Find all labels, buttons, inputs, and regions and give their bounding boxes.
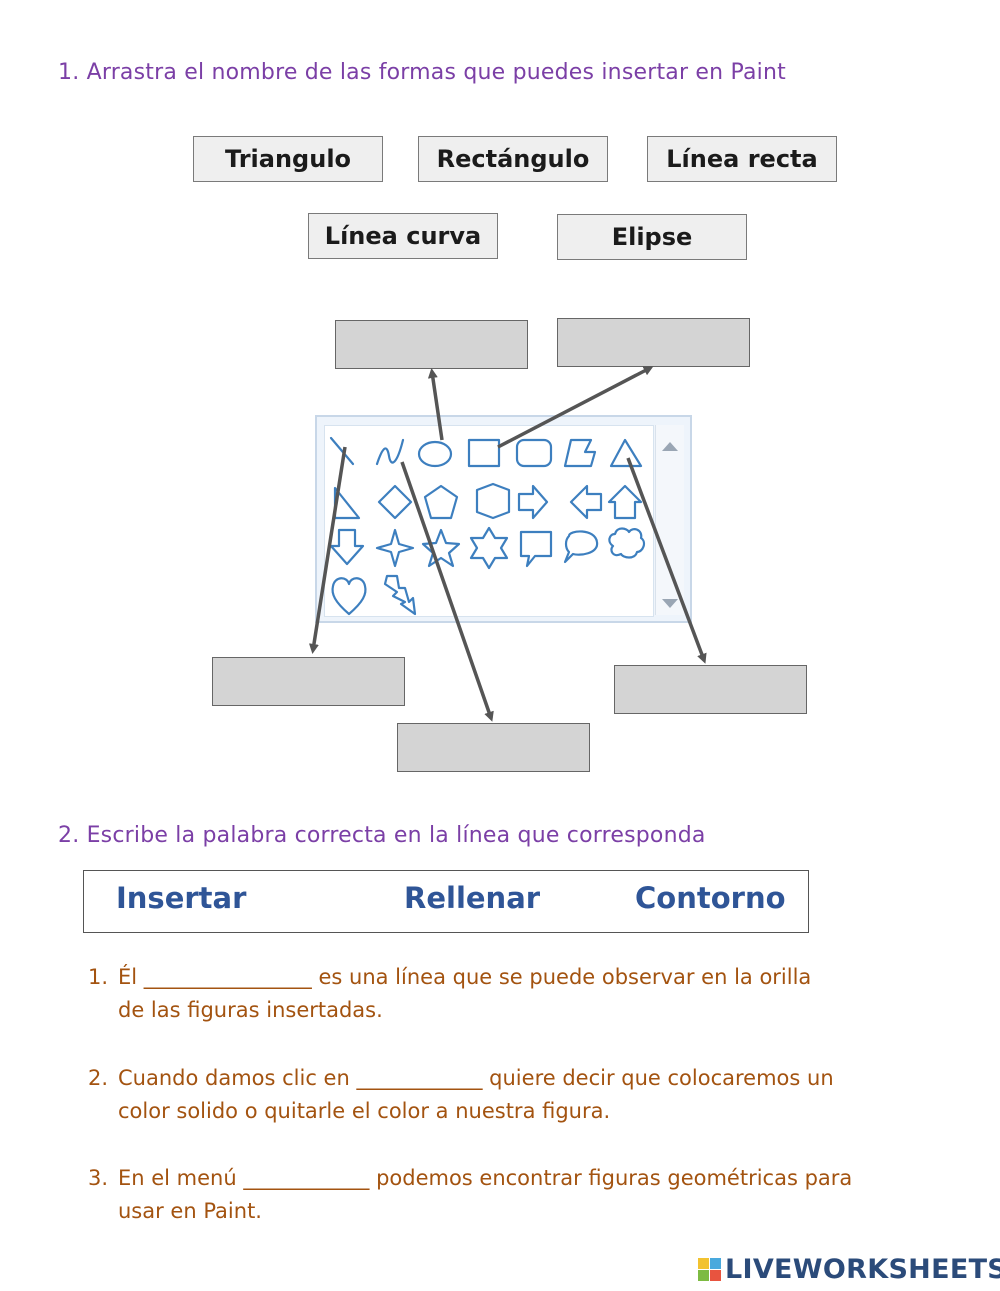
logo-text: LIVEWORKSHEETS bbox=[725, 1253, 1000, 1285]
scroll-down-icon bbox=[662, 599, 678, 608]
scroll-up-icon bbox=[662, 442, 678, 451]
liveworksheets-logo: LIVEWORKSHEETS bbox=[698, 1253, 1000, 1285]
paint-shapes-palette bbox=[315, 415, 692, 623]
oval-shape-icon bbox=[417, 440, 453, 468]
up-arrow-shape-icon bbox=[607, 484, 643, 520]
item-text-post: es una línea que se puede observar en la… bbox=[318, 965, 812, 989]
shapes-gallery bbox=[324, 425, 654, 617]
item-text-pre: Cuando damos clic en bbox=[118, 1066, 350, 1090]
bank-word-rellenar[interactable]: Rellenar bbox=[404, 881, 541, 915]
five-point-star-shape-icon bbox=[421, 528, 461, 568]
polygon-shape-icon bbox=[563, 438, 597, 468]
question-2-title: 2. Escribe la palabra correcta en la lín… bbox=[58, 823, 706, 848]
rectangle-shape-icon bbox=[467, 438, 501, 468]
item-text-post: podemos encontrar figuras geométricas pa… bbox=[376, 1166, 853, 1190]
word-card-linea-recta[interactable]: Línea recta bbox=[647, 136, 837, 182]
item-text-pre: En el menú bbox=[118, 1166, 237, 1190]
palette-scrollbar[interactable] bbox=[655, 425, 684, 615]
item-number: 1. bbox=[88, 965, 109, 989]
word-bank: Insertar Rellenar Contorno bbox=[83, 870, 809, 933]
word-card-rectangulo[interactable]: Rectángulo bbox=[418, 136, 608, 182]
question-1-title: 1. Arrastra el nombre de las formas que … bbox=[58, 60, 786, 85]
arrow-to-rectangle-box bbox=[497, 366, 654, 449]
answer-blank[interactable]: ____________ bbox=[356, 1066, 483, 1090]
drop-box-curve[interactable] bbox=[397, 723, 590, 772]
arrow-to-curve-box bbox=[400, 461, 494, 722]
scrollbar-arrows bbox=[662, 442, 678, 608]
item-text-post: quiere decir que colocaremos un bbox=[489, 1066, 834, 1090]
item-text-line2: de las figuras insertadas. bbox=[118, 998, 383, 1022]
right-arrow-shape-icon bbox=[517, 484, 549, 520]
cloud-callout-shape-icon bbox=[608, 527, 646, 559]
word-card-triangulo[interactable]: Triangulo bbox=[193, 136, 383, 182]
rectangular-callout-shape-icon bbox=[519, 530, 553, 568]
logo-badge-icon bbox=[698, 1257, 721, 1281]
fill-item-3: 3. En el menú ____________ podemos encon… bbox=[88, 1162, 948, 1228]
diamond-shape-icon bbox=[377, 484, 413, 520]
four-point-star-shape-icon bbox=[375, 528, 415, 568]
item-number: 3. bbox=[88, 1166, 109, 1190]
bank-word-insertar[interactable]: Insertar bbox=[116, 881, 247, 915]
down-arrow-shape-icon bbox=[329, 528, 365, 566]
drop-box-ellipse[interactable] bbox=[335, 320, 528, 369]
arrow-to-line-box bbox=[308, 446, 347, 654]
word-card-linea-curva[interactable]: Línea curva bbox=[308, 213, 498, 259]
connector-arrows bbox=[308, 366, 707, 722]
hexagon-shape-icon bbox=[475, 482, 511, 520]
pentagon-shape-icon bbox=[423, 484, 459, 520]
fill-item-2: 2. Cuando damos clic en ____________ qui… bbox=[88, 1062, 948, 1128]
oval-callout-shape-icon bbox=[563, 530, 599, 564]
item-text-line2: color solido o quitarle el color a nuest… bbox=[118, 1099, 611, 1123]
arrow-to-triangle-box bbox=[626, 457, 707, 664]
lightning-shape-icon bbox=[383, 574, 417, 616]
heart-shape-icon bbox=[331, 577, 367, 616]
item-text-line2: usar en Paint. bbox=[118, 1199, 262, 1223]
item-number: 2. bbox=[88, 1066, 109, 1090]
left-arrow-shape-icon bbox=[569, 484, 603, 520]
item-text-pre: Él bbox=[118, 965, 138, 989]
word-card-elipse[interactable]: Elipse bbox=[557, 214, 747, 260]
fill-item-1: 1. Él ________________ es una línea que … bbox=[88, 961, 948, 1027]
answer-blank[interactable]: ____________ bbox=[243, 1166, 370, 1190]
curve-shape-icon bbox=[375, 438, 405, 466]
rounded-rectangle-shape-icon bbox=[515, 438, 553, 468]
drop-box-triangle[interactable] bbox=[614, 665, 807, 714]
arrow-to-ellipse-box bbox=[427, 368, 444, 441]
line-shape-icon bbox=[329, 436, 355, 466]
triangle-shape-icon bbox=[609, 438, 643, 468]
bank-word-contorno[interactable]: Contorno bbox=[635, 881, 786, 915]
answer-blank[interactable]: ________________ bbox=[143, 965, 312, 989]
drop-box-straight-line[interactable] bbox=[212, 657, 405, 706]
shapes-icons bbox=[329, 436, 646, 616]
six-point-star-shape-icon bbox=[469, 526, 509, 570]
